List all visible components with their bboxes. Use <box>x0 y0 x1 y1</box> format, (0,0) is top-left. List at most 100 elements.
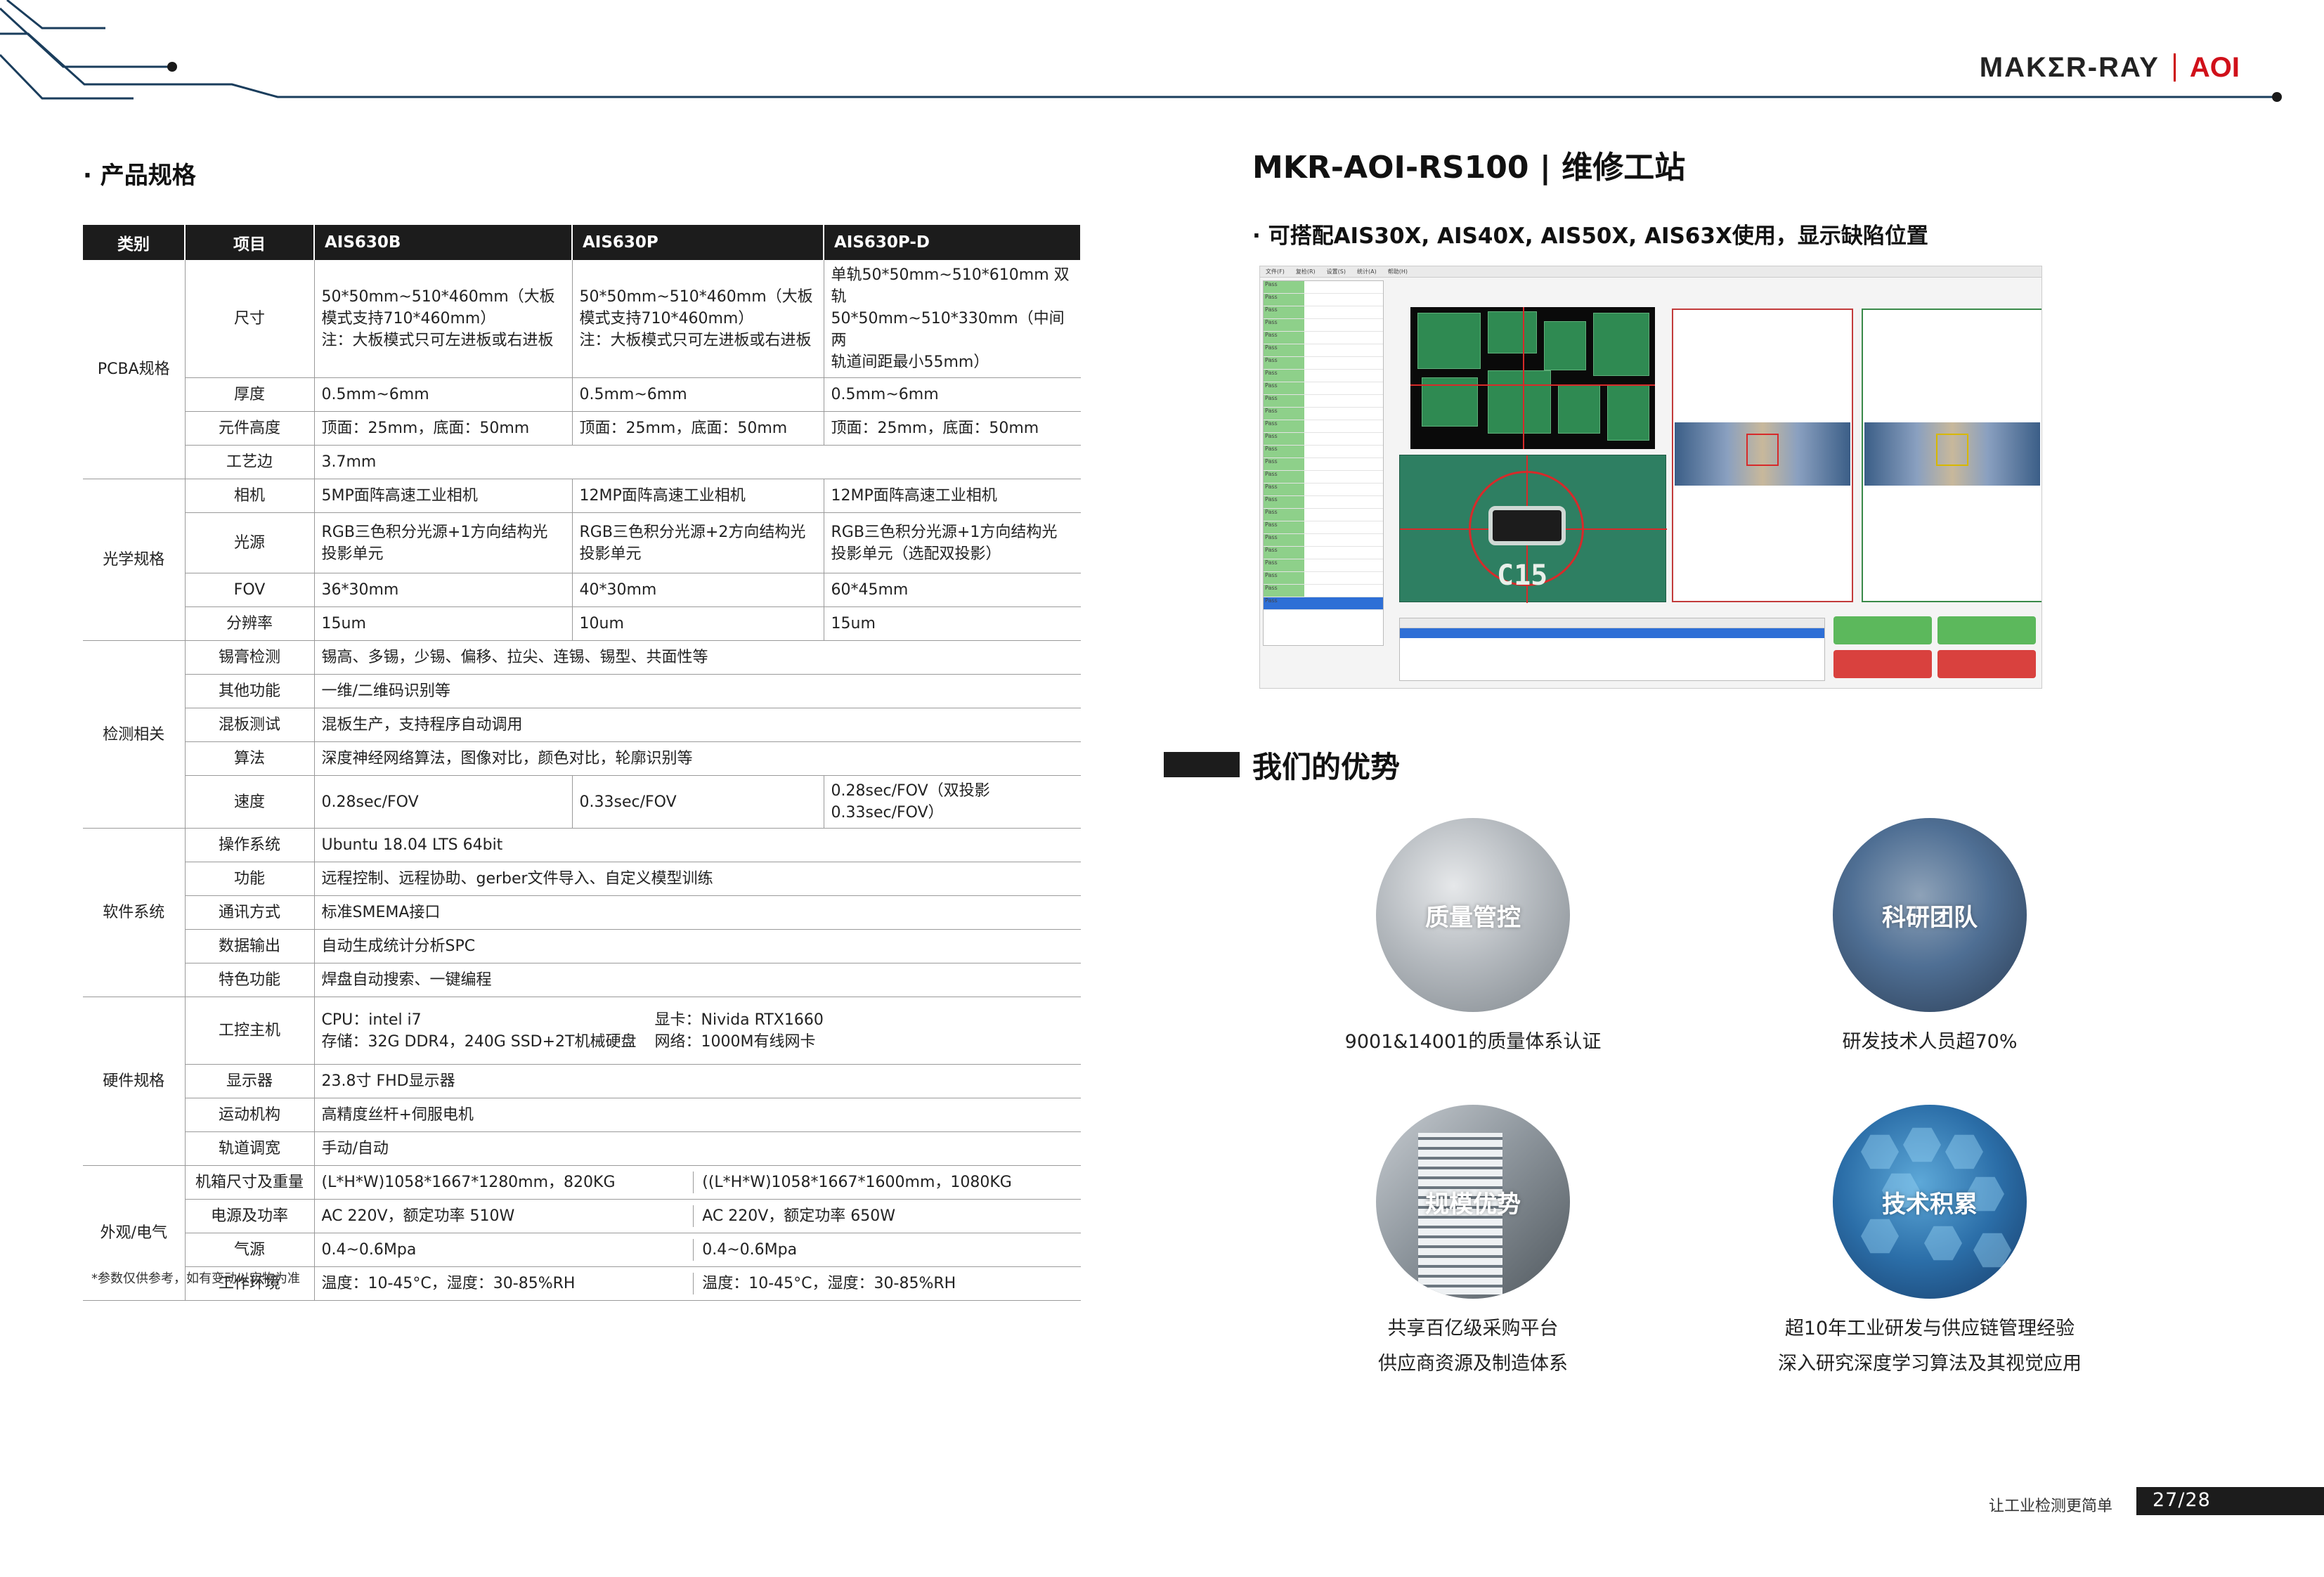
value-special-features: 焊盘自动搜索、一键编程 <box>314 963 1081 997</box>
value-light-p: RGB三色积分光源+2方向结构光 投影单元 <box>572 512 824 573</box>
list-item[interactable]: Pass <box>1264 420 1383 433</box>
page-number: 27/28 <box>2153 1489 2211 1511</box>
result-status-cell: Pass <box>1264 496 1304 508</box>
value-height-b: 顶面：25mm，底面：50mm <box>314 411 573 446</box>
list-item[interactable]: Pass <box>1264 294 1383 306</box>
category-hardware: 硬件规格 <box>83 997 186 1166</box>
list-item[interactable]: Pass <box>1264 281 1383 294</box>
result-status-cell: Pass <box>1264 408 1304 420</box>
list-item[interactable]: Pass <box>1264 306 1383 319</box>
value-motion: 高精度丝杆+伺服电机 <box>314 1098 1081 1132</box>
result-status-cell: Pass <box>1264 281 1304 293</box>
item-other-functions: 其他功能 <box>185 674 315 708</box>
advantage-quality: 质量管控 9001&14001的质量体系认证 <box>1262 818 1684 1060</box>
value-function: 远程控制、远程协助、gerber文件导入、自定义模型训练 <box>314 862 1081 896</box>
advantages-title: 我们的优势 <box>1252 750 1401 784</box>
skip-button[interactable] <box>1937 616 2036 644</box>
item-power: 电源及功率 <box>185 1199 315 1233</box>
table-row: 轨道调宽 手动/自动 <box>83 1131 1081 1166</box>
ng-button[interactable] <box>1833 650 1932 678</box>
result-status-cell: Pass <box>1264 357 1304 369</box>
result-status-cell: Pass <box>1264 471 1304 483</box>
list-item[interactable]: Pass <box>1264 395 1383 408</box>
list-item[interactable]: Pass <box>1264 509 1383 521</box>
value-res-p: 10um <box>572 606 824 641</box>
value-fov-p: 40*30mm <box>572 573 824 607</box>
value-size-p: 50*50mm~510*460mm（大板 模式支持710*460mm） 注：大板… <box>572 260 824 378</box>
list-item[interactable]: Pass <box>1264 471 1383 484</box>
advantage-caption: 超10年工业研发与供应链管理经验 深入研究深度学习算法及其视觉应用 <box>1778 1318 2082 1375</box>
category-optics: 光学规格 <box>83 479 186 641</box>
technology-image: 技术积累 <box>1833 1105 2027 1299</box>
value-res-b: 15um <box>314 606 573 641</box>
item-industrial-pc: 工控主机 <box>185 997 315 1065</box>
list-item[interactable]: Pass <box>1264 458 1383 471</box>
research-image: 科研团队 <box>1833 818 2027 1012</box>
board-reference-label: C15 <box>1497 559 1548 592</box>
list-item[interactable]: Pass <box>1264 534 1383 547</box>
item-motion: 运动机构 <box>185 1098 315 1132</box>
list-item[interactable]: Pass <box>1264 521 1383 534</box>
list-item[interactable]: Pass <box>1264 496 1383 509</box>
advantage-caption: 研发技术人员超70% <box>1842 1031 2018 1053</box>
value-process-edge: 3.7mm <box>314 445 1081 479</box>
list-item[interactable]: Pass <box>1264 547 1383 559</box>
advantage-caption: 9001&14001的质量体系认证 <box>1344 1031 1602 1053</box>
result-status-cell: Pass <box>1264 585 1304 597</box>
list-item[interactable]: Pass <box>1264 597 1383 610</box>
page-number-box <box>2136 1487 2324 1515</box>
table-row: 软件系统 操作系统 Ubuntu 18.04 LTS 64bit <box>83 828 1081 997</box>
value-rail-width: 手动/自动 <box>314 1131 1081 1166</box>
list-item[interactable]: Pass <box>1264 559 1383 572</box>
board-overview-image <box>1410 307 1655 449</box>
value-height-p: 顶面：25mm，底面：50mm <box>572 411 824 446</box>
value-height-d: 顶面：25mm，底面：50mm <box>824 411 1081 446</box>
item-function: 功能 <box>185 862 315 896</box>
brand-maker-ray: MAKΣR-RAY <box>1979 51 2160 83</box>
table-row: 外观/电气 机箱尺寸及重量 (L*H*W)1058*1667*1280mm，82… <box>83 1165 1081 1301</box>
list-item[interactable]: Pass <box>1264 484 1383 496</box>
item-resolution: 分辨率 <box>185 606 315 641</box>
value-cpu: CPU：intel i7 <box>321 1011 422 1029</box>
result-status-cell: Pass <box>1264 484 1304 495</box>
item-size: 尺寸 <box>185 260 315 378</box>
category-inspection: 检测相关 <box>83 640 186 829</box>
table-row: 通讯方式 标准SMEMA接口 <box>83 895 1081 930</box>
list-item[interactable]: Pass <box>1264 357 1383 370</box>
all-ng-button[interactable] <box>1937 650 2036 678</box>
list-item[interactable]: Pass <box>1264 585 1383 597</box>
header-ais630b: AIS630B <box>314 225 573 260</box>
result-status-cell: Pass <box>1264 458 1304 470</box>
item-light-source: 光源 <box>185 512 315 573</box>
table-row: 数据输出 自动生成统计分析SPC <box>83 929 1081 963</box>
list-item[interactable]: Pass <box>1264 319 1383 332</box>
advantage-research: 科研团队 研发技术人员超70% <box>1719 818 2141 1060</box>
footnote: *参数仅供参考，如有变动以实物为准 <box>91 1271 300 1286</box>
list-item[interactable]: Pass <box>1264 344 1383 357</box>
ok-button[interactable] <box>1833 616 1932 644</box>
value-camera-b: 5MP面阵高速工业相机 <box>314 479 573 513</box>
list-item[interactable]: Pass <box>1264 370 1383 382</box>
item-process-edge: 工艺边 <box>185 445 315 479</box>
product-title: MKR-AOI-RS100 | 维修工站 <box>1252 150 1686 186</box>
list-item[interactable]: Pass <box>1264 332 1383 344</box>
menu-help: 帮助(H) <box>1387 268 1408 275</box>
list-item[interactable]: Pass <box>1264 433 1383 446</box>
result-status-cell: Pass <box>1264 306 1304 318</box>
list-item[interactable]: Pass <box>1264 408 1383 420</box>
list-item[interactable]: Pass <box>1264 446 1383 458</box>
header-ais630p: AIS630P <box>572 225 824 260</box>
item-fov: FOV <box>185 573 315 607</box>
table-row: 光学规格 相机 5MP面阵高速工业相机 12MP面阵高速工业相机 12MP面阵高… <box>83 479 1081 641</box>
item-communication: 通讯方式 <box>185 895 315 930</box>
list-item[interactable]: Pass <box>1264 382 1383 395</box>
table-row: 工艺边 3.7mm <box>83 445 1081 479</box>
list-item[interactable]: Pass <box>1264 572 1383 585</box>
quality-image: 质量管控 <box>1376 818 1570 1012</box>
advantage-scale: 规模优势 共享百亿级采购平台 供应商资源及制造体系 <box>1262 1105 1684 1382</box>
advantage-caption: 共享百亿级采购平台 供应商资源及制造体系 <box>1378 1318 1568 1375</box>
menu-file: 文件(F) <box>1266 268 1285 275</box>
table-row: 分辨率 15um 10um 15um <box>83 606 1081 641</box>
item-camera: 相机 <box>185 479 315 513</box>
